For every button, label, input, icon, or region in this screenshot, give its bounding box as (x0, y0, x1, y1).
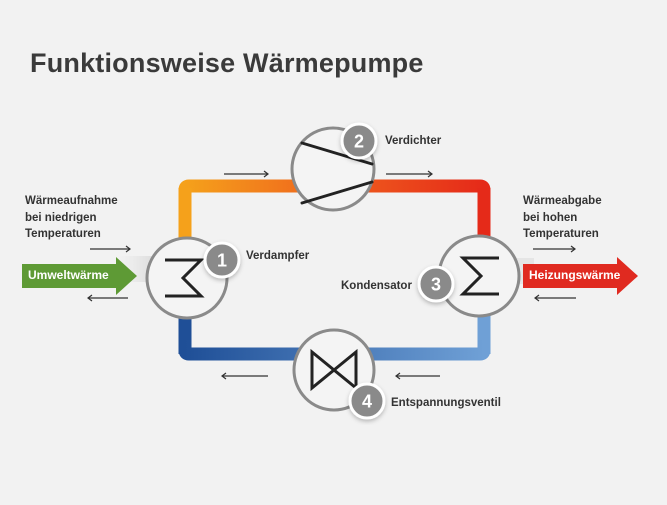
flow-arrow-top-right (386, 170, 433, 178)
page-title: Funktionsweise Wärmepumpe (30, 48, 424, 78)
heat-output-line-1: Wärmeabgabe (523, 195, 602, 207)
compressor: 2 (290, 122, 378, 212)
input-arrow-label: Umweltwärme (28, 268, 109, 282)
heat-output-line-2: bei hohen (523, 211, 578, 224)
condenser-symbol-icon (459, 256, 499, 296)
input-arrow (22, 257, 137, 295)
compressor-label: Verdichter (385, 135, 442, 147)
output-arrow (523, 257, 638, 295)
heat-output-line-3: Temperaturen (523, 228, 599, 240)
evaporator: 1 (145, 236, 241, 320)
badge-1-number: 1 (217, 251, 227, 271)
flow-arrow-right-in (533, 245, 576, 253)
flow-arrow-bottom-left (221, 372, 268, 380)
flow-arrow-left-out (87, 294, 128, 302)
badge-3 (417, 265, 455, 303)
condenser-label: Kondensator (341, 280, 412, 292)
compressor-symbol-icon (300, 141, 374, 205)
condenser: 3 (417, 234, 521, 318)
pipe-left-upper (178, 188, 192, 240)
badge-4 (348, 382, 386, 420)
badge-2 (340, 122, 378, 160)
heat-intake-line-2: bei niedrigen (25, 211, 97, 224)
expansion-valve-label: Entspannungsventil (391, 397, 501, 409)
flow-arrow-right-out (534, 294, 576, 302)
evaporator-symbol-icon (165, 258, 205, 298)
badge-4-number: 4 (362, 392, 372, 412)
heat-intake-info: Wärmeaufnahme bei niedrigen Temperaturen (25, 193, 118, 243)
heat-intake-line-1: Wärmeaufnahme (25, 195, 118, 207)
valve-symbol-icon (310, 348, 358, 392)
heat-output-info: Wärmeabgabe bei hohen Temperaturen (523, 193, 602, 243)
flow-arrow-top-left (224, 170, 269, 178)
flow-arrows (87, 170, 576, 380)
flow-arrow-left-in (90, 245, 131, 253)
expansion-valve: 4 (292, 328, 386, 420)
output-arrow-label: Heizungswärme (529, 268, 621, 282)
heat-intake-line-3: Temperaturen (25, 228, 101, 240)
badge-3-number: 3 (431, 275, 441, 295)
evaporator-label: Verdampfer (246, 250, 310, 262)
pipe-right-upper (477, 188, 491, 240)
flow-arrow-bottom-right (395, 372, 440, 380)
badge-1 (203, 241, 241, 279)
badge-2-number: 2 (354, 132, 364, 152)
